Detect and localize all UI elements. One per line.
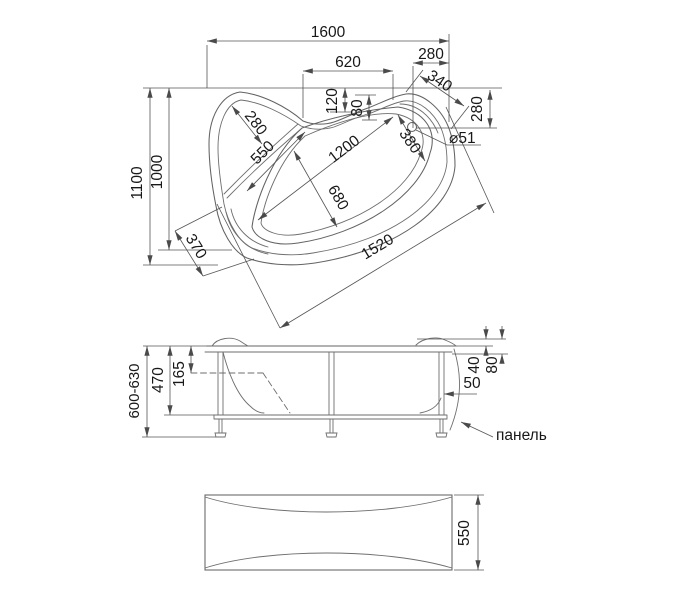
dim-wave-80: 80 bbox=[349, 99, 366, 117]
dim-rim-40: 40 bbox=[466, 356, 483, 374]
panel-outline-rect bbox=[204, 494, 453, 571]
dim-470: 470 bbox=[150, 367, 167, 393]
front-foot-middle bbox=[325, 418, 338, 438]
tub-waterline bbox=[260, 113, 424, 236]
top-view-dimension-lines bbox=[147, 38, 493, 329]
dim-top-280: 280 bbox=[418, 46, 444, 63]
dim-front-1520: 1520 bbox=[359, 231, 398, 264]
dim-gap-50: 50 bbox=[463, 375, 481, 392]
dim-height-range: 600-630 bbox=[126, 363, 143, 418]
panel-view-outline bbox=[204, 494, 453, 571]
corner-step-arc-1 bbox=[225, 211, 269, 255]
front-bowl-profile bbox=[222, 351, 265, 414]
dim-corner-340: 340 bbox=[424, 67, 455, 96]
front-view-dimension-lines bbox=[144, 326, 505, 438]
corner-step-arc-2 bbox=[230, 208, 269, 248]
dim-height-1000: 1000 bbox=[149, 154, 166, 189]
panel-view: 550 bbox=[204, 494, 484, 571]
front-leg-left bbox=[217, 351, 224, 416]
dim-panel-550: 550 bbox=[456, 520, 473, 546]
front-leg-middle bbox=[328, 351, 335, 416]
front-panel-curve bbox=[449, 348, 460, 431]
front-rim-bump-left bbox=[211, 337, 249, 347]
panel-bottom-curve bbox=[204, 552, 453, 569]
dim-rim-80: 80 bbox=[484, 356, 501, 374]
top-view: 1600 280 620 340 280 120 80 280 550 1200… bbox=[129, 24, 502, 329]
front-foot-right bbox=[435, 418, 448, 438]
front-view: 600-630 470 165 40 80 50 панель bbox=[126, 326, 547, 444]
dim-165: 165 bbox=[171, 361, 188, 387]
panel-top-curve bbox=[204, 496, 453, 513]
panel-label: панель bbox=[496, 427, 547, 444]
front-foot-left bbox=[214, 418, 227, 438]
dim-overall-height: 1100 bbox=[129, 166, 146, 200]
dim-overall-width: 1600 bbox=[311, 24, 346, 41]
dim-wave-120: 120 bbox=[324, 88, 341, 114]
front-frame-rail bbox=[213, 414, 448, 420]
dim-bowl-1200: 1200 bbox=[325, 132, 363, 167]
dim-right-280: 280 bbox=[469, 96, 486, 122]
front-leg-right bbox=[438, 351, 445, 416]
dim-corner-370: 370 bbox=[182, 231, 210, 262]
dim-seat-280: 280 bbox=[241, 108, 271, 139]
dim-bowl-680: 680 bbox=[324, 182, 352, 213]
deck-edge-arc bbox=[399, 103, 439, 134]
front-view-outline bbox=[190, 337, 460, 438]
panel-view-dimension-texts: 550 bbox=[456, 520, 473, 546]
front-bowl-hidden-slant bbox=[262, 372, 291, 414]
dim-top-620: 620 bbox=[335, 54, 361, 71]
front-rim-bump-right bbox=[415, 337, 457, 347]
dim-drain-diameter: ⌀51 bbox=[449, 130, 476, 147]
front-view-dimension-texts: 600-630 470 165 40 80 50 панель bbox=[126, 356, 547, 444]
front-bowl-right-arc bbox=[419, 397, 442, 414]
